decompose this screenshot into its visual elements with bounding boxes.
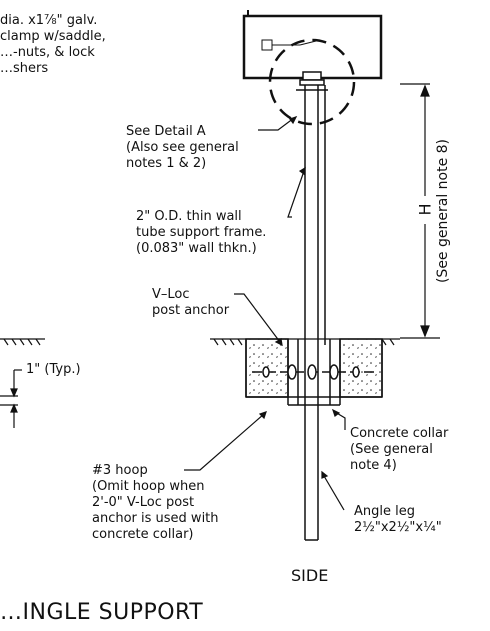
dimension-h-letter: H (415, 203, 435, 216)
vloc-note-line: V–Loc (152, 287, 190, 302)
detail-a-note-line: See Detail A (126, 124, 206, 139)
dimension-h-note: (See general note 8) (435, 138, 451, 284)
angle-leg-note-line: 2½"x2½"x¼" (354, 520, 442, 535)
typ-dimension (0, 369, 22, 428)
concrete-collar (245, 338, 383, 398)
leader-lines (184, 115, 346, 511)
angle-leg-note: Angle leg 2½"x2½"x¼" (354, 504, 442, 536)
angle-leg-note-line: Angle leg (354, 504, 415, 519)
hoop-note: #3 hoop (Omit hoop when 2'-0" V-Loc post… (92, 463, 219, 543)
hoop-note-line: concrete collar) (92, 527, 194, 542)
detail-a-note-line: notes 1 & 2) (126, 156, 207, 171)
clamp-note-line: clamp w/saddle, (0, 29, 106, 44)
hoop-rebar (252, 364, 376, 380)
hoop-note-line: #3 hoop (92, 463, 148, 478)
tube-frame-note-line: (0.083" wall thkn.) (136, 241, 257, 256)
detail-a-note: See Detail A (Also see general notes 1 &… (126, 124, 239, 172)
collar-note: Concrete collar (See general note 4) (350, 426, 448, 474)
hoop-note-line: (Omit hoop when (92, 479, 205, 494)
vloc-note-line: post anchor (152, 303, 230, 318)
detail-a-note-line: (Also see general (126, 140, 239, 155)
tube-frame-note-line: tube support frame. (136, 225, 267, 240)
tube-frame-note: 2" O.D. thin wall tube support frame. (0… (136, 209, 266, 257)
hoop-note-line: anchor is used with (92, 511, 219, 526)
typ-note: 1" (Typ.) (26, 362, 81, 377)
hoop-note-line: 2'-0" V-Loc post (92, 495, 195, 510)
drawing-title: …INGLE SUPPORT (0, 600, 204, 625)
clamp-note: dia. x1⅞" galv. clamp w/saddle, …-nuts, … (0, 13, 106, 77)
clamp-note-line: …-nuts, & lock (0, 45, 95, 60)
collar-note-line: note 4) (350, 458, 397, 473)
vloc-note: V–Loc post anchor (152, 287, 229, 319)
collar-note-line: (See general (350, 442, 433, 457)
clamp-note-line: dia. x1⅞" galv. (0, 13, 98, 28)
detail-a-circle (268, 38, 356, 126)
dimension-h-line (400, 83, 440, 339)
tube-post (304, 85, 326, 541)
collar-note-line: Concrete collar (350, 426, 449, 441)
clamp-hardware (296, 71, 328, 91)
clamp-note-line: …shers (0, 61, 49, 76)
ground-line (0, 338, 400, 346)
tube-frame-note-line: 2" O.D. thin wall (136, 209, 242, 224)
sign-panel (242, 10, 383, 80)
view-label: SIDE (291, 566, 329, 585)
